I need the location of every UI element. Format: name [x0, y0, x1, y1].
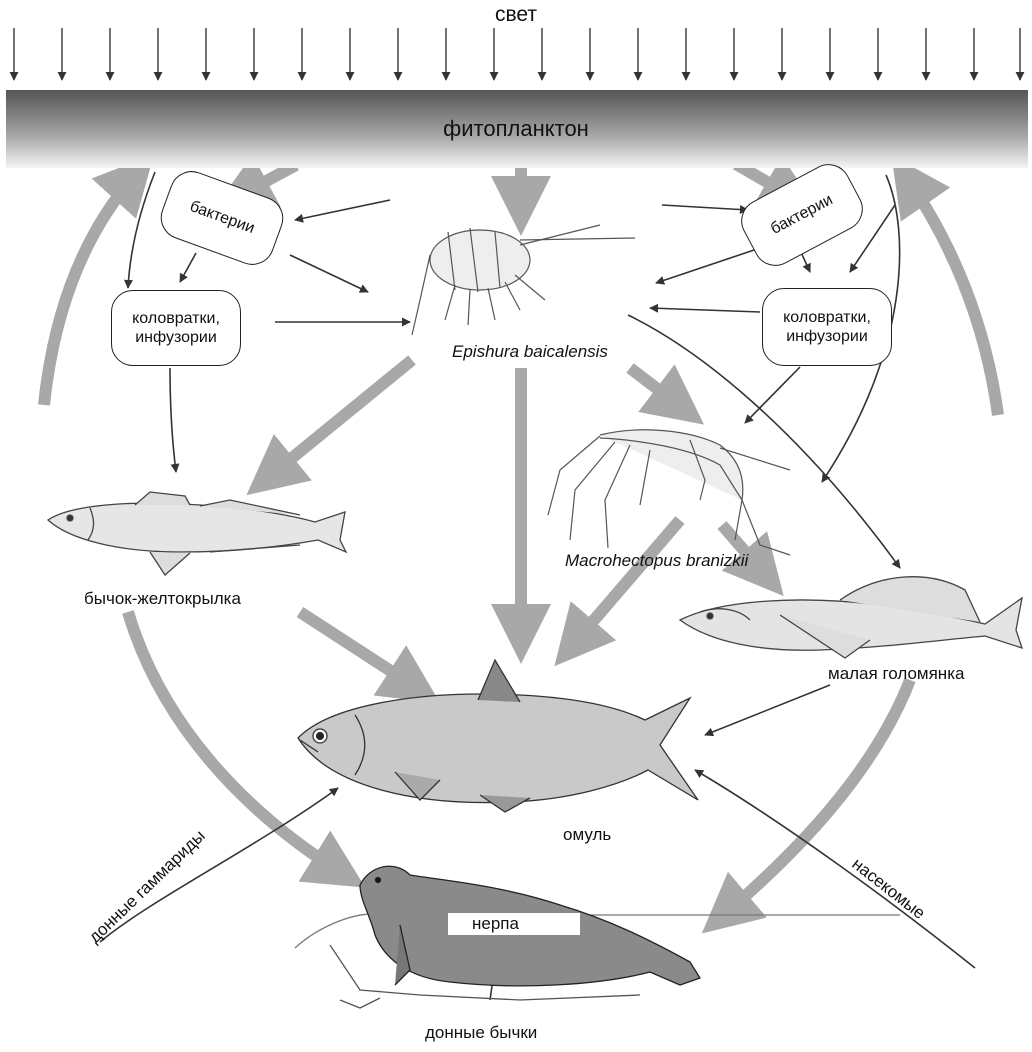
nerpa-icon	[295, 866, 900, 1008]
epishura-icon	[412, 225, 635, 335]
rotifers-left-line1: коловратки,	[132, 309, 220, 328]
omul-label: омуль	[563, 826, 611, 843]
rotifers-right-node: коловратки, инфузории	[762, 288, 892, 366]
rotifers-right-line2: инфузории	[783, 327, 871, 346]
light-arrows	[14, 28, 1020, 80]
nerpa-label: нерпа	[448, 913, 580, 935]
yellowfin-label: бычок-желтокрылка	[84, 590, 241, 607]
rotifers-right-line1: коловратки,	[783, 308, 871, 327]
arrow-macrohectopus-omul	[570, 520, 680, 648]
arrow-return-right	[905, 175, 998, 415]
bottom-gobies-label: донные бычки	[425, 1024, 537, 1041]
yellowfin-icon	[48, 492, 346, 575]
golomyanka-icon	[680, 577, 1022, 658]
arrow-yellowfin-omul	[300, 612, 420, 690]
macrohectopus-label: Macrohectopus branizkii	[565, 552, 748, 569]
golomyanka-label: малая голомянка	[828, 665, 964, 682]
rotifers-left-node: коловратки, инфузории	[111, 290, 241, 366]
bacteria-left-label: бактерии	[187, 197, 257, 238]
light-label: свет	[0, 4, 1032, 25]
omul-icon	[298, 660, 698, 812]
arrow-return-left	[44, 172, 138, 405]
phytoplankton-label: фитопланктон	[0, 118, 1032, 140]
bacteria-right-label: бактерии	[768, 191, 837, 240]
epishura-label: Epishura baicalensis	[452, 343, 608, 360]
arrow-epishura-macrohectopus	[630, 368, 685, 410]
arrow-epishura-yellowfin	[265, 360, 412, 480]
rotifers-left-line2: инфузории	[132, 328, 220, 347]
